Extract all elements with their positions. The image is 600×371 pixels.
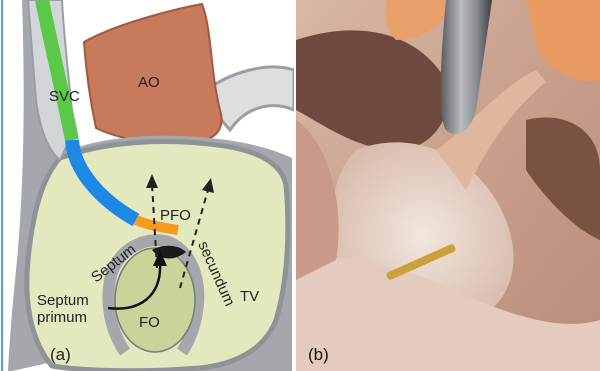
surgical-photo: (b) — [296, 0, 600, 371]
heart-schematic: SVC AO PFO Septum secundum Septum primum… — [0, 0, 294, 371]
panel-a-tag: (a) — [50, 345, 71, 364]
panel-b-photo: (b) — [296, 0, 600, 371]
panel-border — [1, 0, 3, 371]
label-fo: FO — [139, 314, 160, 331]
panel-b-tag: (b) — [308, 345, 329, 364]
label-pfo: PFO — [160, 207, 191, 224]
label-tv: TV — [240, 288, 259, 305]
label-ao: AO — [138, 74, 160, 91]
panel-a-schematic: SVC AO PFO Septum secundum Septum primum… — [0, 0, 294, 371]
label-septum-primum-1: Septum — [37, 292, 89, 309]
label-svc: SVC — [49, 88, 80, 105]
label-septum-primum-2: primum — [37, 309, 87, 326]
